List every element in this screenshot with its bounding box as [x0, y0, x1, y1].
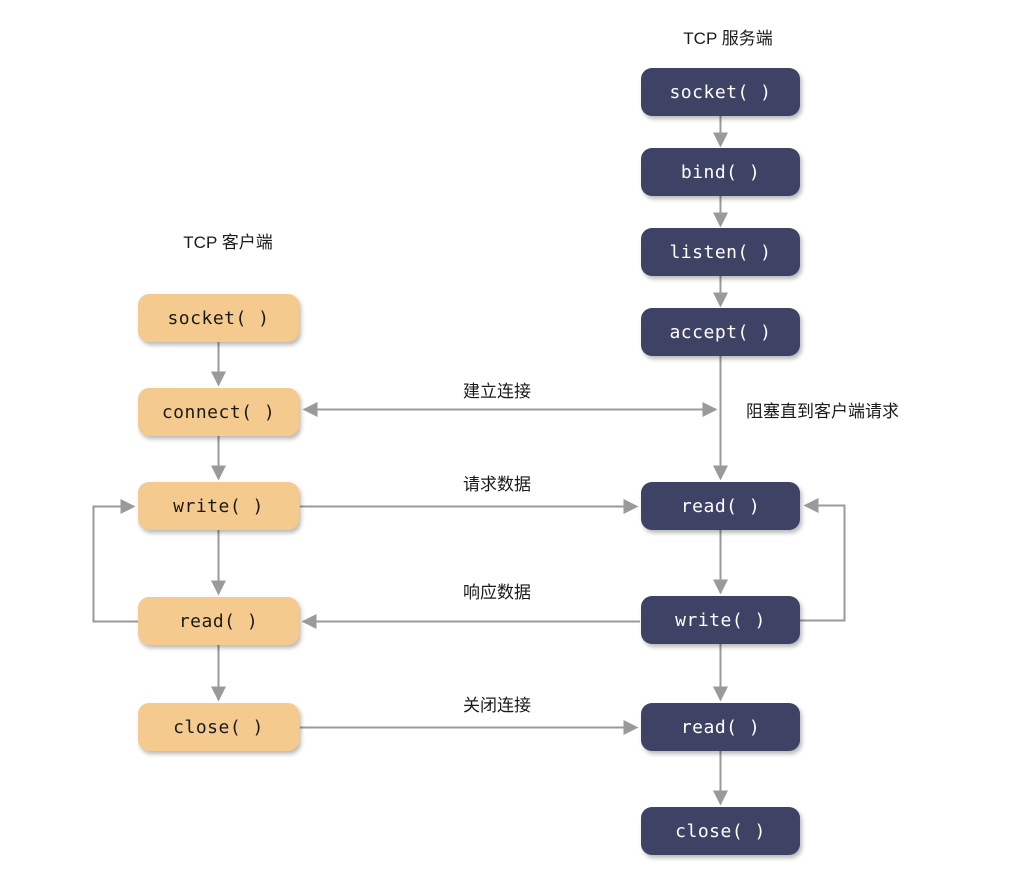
server-node-read-close: read( )	[641, 703, 800, 751]
client-node-connect: connect( )	[138, 388, 299, 436]
server-node-bind: bind( )	[641, 148, 800, 196]
client-node-read: read( )	[138, 597, 299, 645]
server-node-write: write( )	[641, 596, 800, 644]
edge-label-close-connection: 关闭连接	[463, 696, 531, 715]
edge-label-response-data: 响应数据	[463, 583, 531, 602]
loop-server-write-to-read	[800, 498, 846, 622]
loop-client-read-to-write	[92, 499, 138, 623]
blocking-note: 阻塞直到客户端请求	[746, 402, 899, 421]
server-node-socket: socket( )	[641, 68, 800, 116]
client-node-socket: socket( )	[138, 294, 299, 342]
client-node-close: close( )	[138, 703, 299, 751]
edge-label-request-data: 请求数据	[463, 475, 531, 494]
edge-label-establish-connection: 建立连接	[463, 382, 531, 401]
server-title: TCP 服务端	[683, 29, 773, 48]
client-title: TCP 客户端	[183, 233, 273, 252]
server-node-read-request: read( )	[641, 482, 800, 530]
client-node-write: write( )	[138, 482, 299, 530]
server-node-close: close( )	[641, 807, 800, 855]
server-node-listen: listen( )	[641, 228, 800, 276]
server-node-accept: accept( )	[641, 308, 800, 356]
